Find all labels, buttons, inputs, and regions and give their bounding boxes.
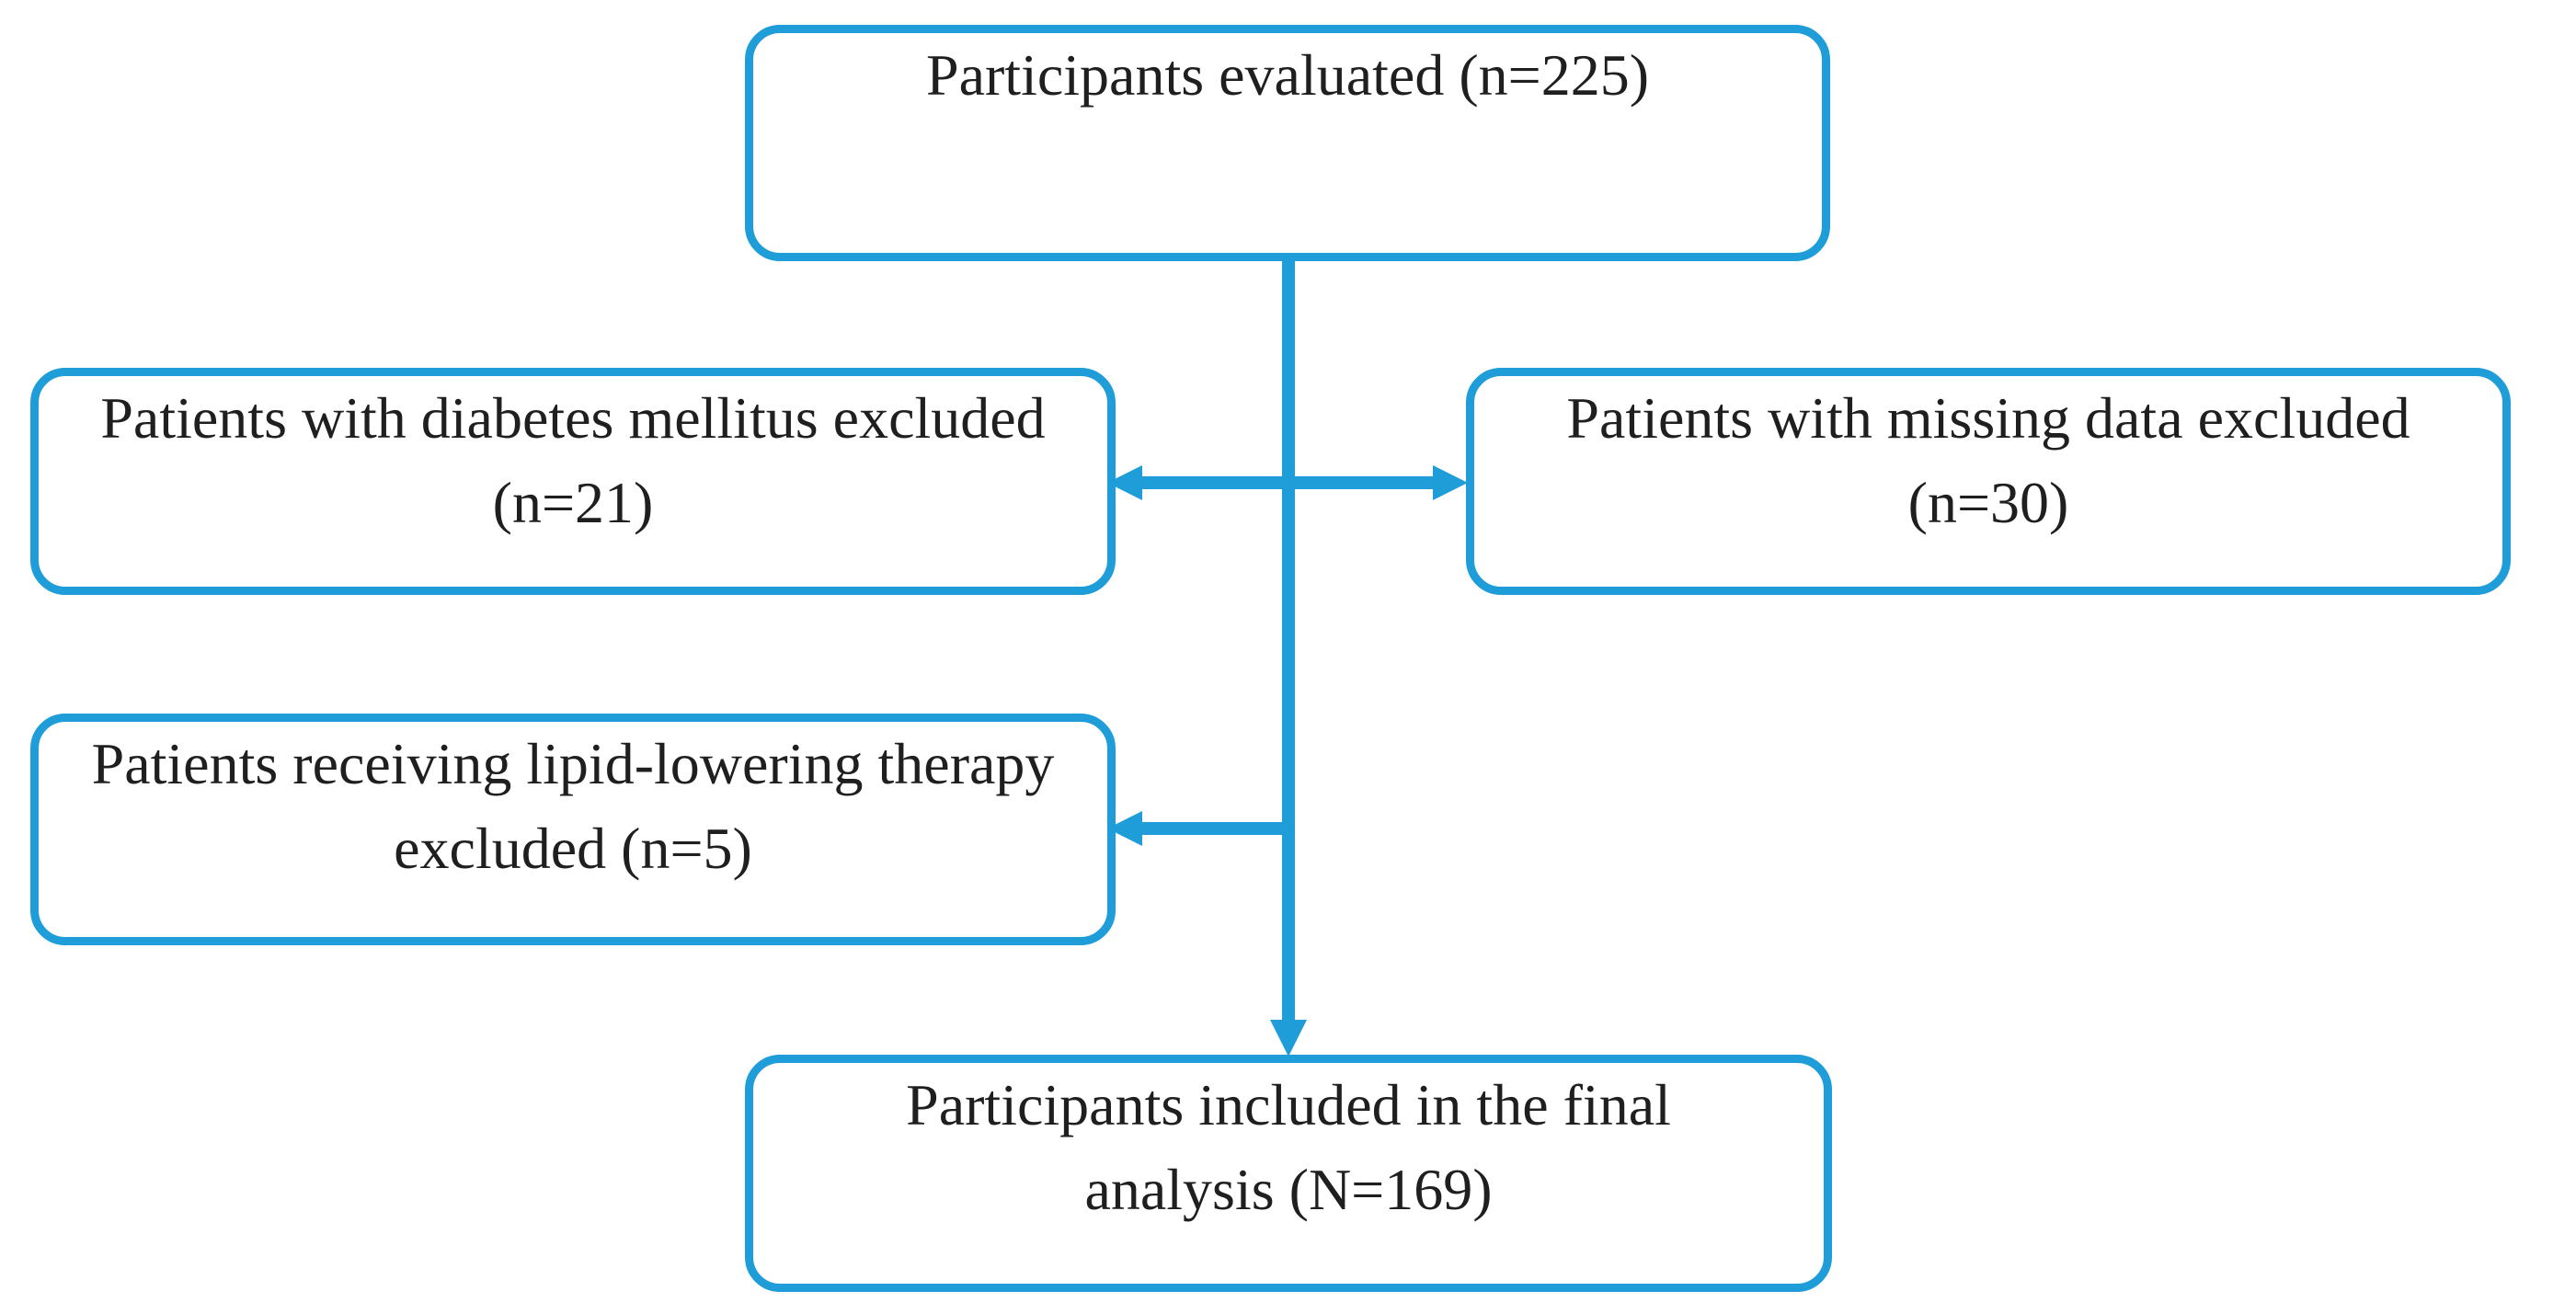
arrowhead-left-icon [1107, 465, 1142, 500]
node-text-line: (n=30) [1907, 470, 2069, 535]
node-text-line: Patients with missing data excluded [1566, 385, 2410, 451]
connector-exclusion-row1 [1140, 476, 1435, 489]
node-text-line: Patients with diabetes mellitus excluded [100, 385, 1046, 451]
node-missing-data-excluded: Patients with missing data excluded (n=3… [1466, 368, 2511, 595]
node-final-analysis: Participants included in the final analy… [745, 1055, 1832, 1292]
node-text-line: Participants included in the final [906, 1072, 1671, 1137]
node-participants-evaluated: Participants evaluated (n=225) [745, 25, 1830, 261]
node-text-line: Patients receiving lipid-lowering therap… [91, 731, 1055, 796]
node-text-line: excluded (n=5) [394, 816, 752, 881]
node-diabetes-excluded: Patients with diabetes mellitus excluded… [30, 368, 1116, 595]
connector-main-vertical [1282, 259, 1295, 1021]
arrowhead-down-icon [1270, 1020, 1307, 1057]
node-text-line: Participants evaluated (n=225) [925, 42, 1650, 108]
node-text-line: analysis (N=169) [1084, 1157, 1493, 1222]
connector-exclusion-row2 [1140, 822, 1295, 835]
node-text-line: (n=21) [492, 470, 654, 535]
arrowhead-left-icon [1107, 811, 1142, 846]
arrowhead-right-icon [1433, 465, 1468, 500]
node-lipid-lowering-excluded: Patients receiving lipid-lowering therap… [30, 714, 1116, 945]
